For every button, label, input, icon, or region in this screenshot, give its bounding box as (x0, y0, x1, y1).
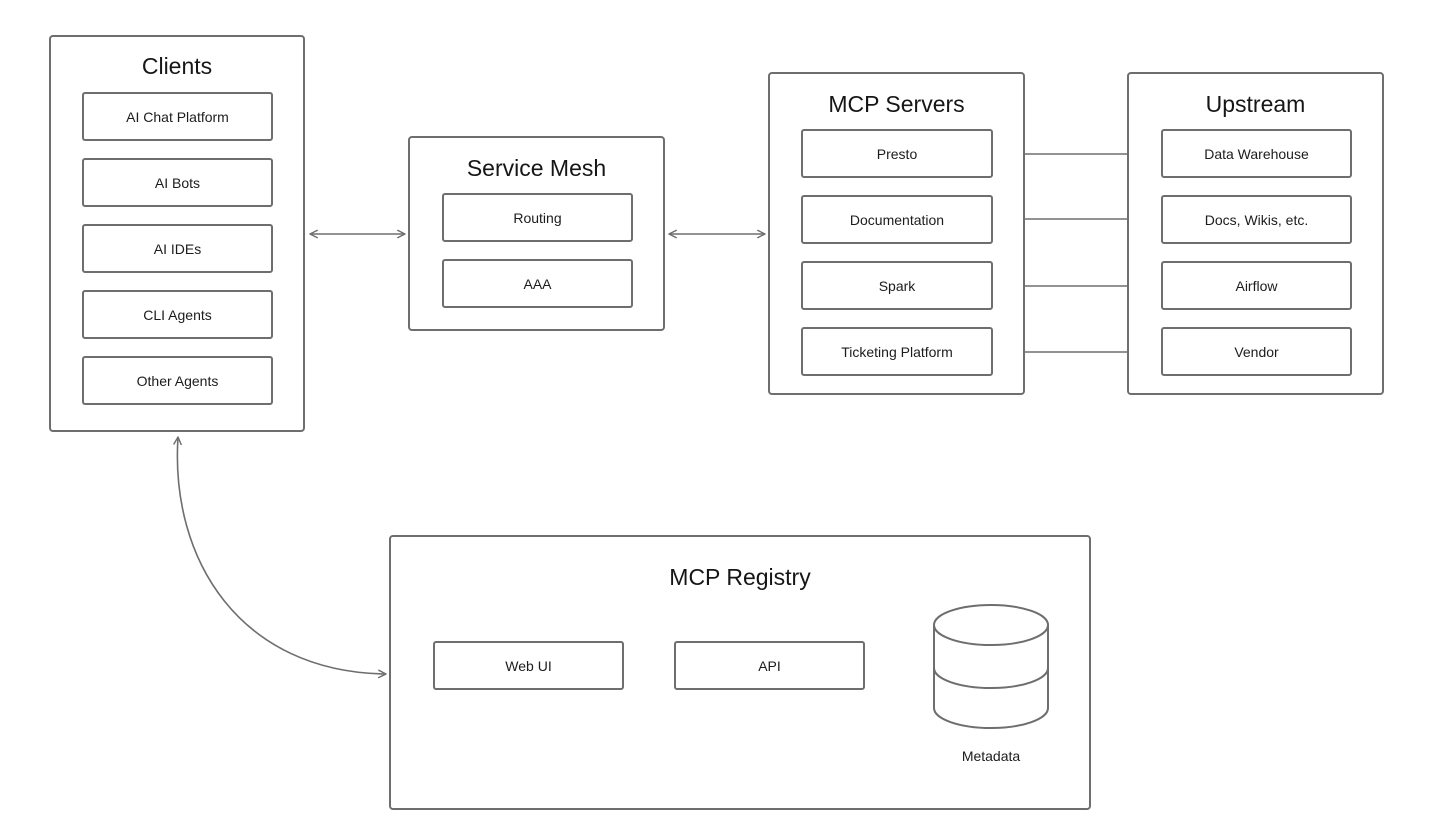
client-ai-chat-platform[interactable]: AI Chat Platform (82, 92, 273, 141)
client-other-agents[interactable]: Other Agents (82, 356, 273, 405)
mcp-servers-title: MCP Servers (828, 91, 965, 117)
upstream-airflow[interactable]: Airflow (1161, 261, 1352, 310)
database-icon (933, 604, 1049, 729)
client-cli-agents[interactable]: CLI Agents (82, 290, 273, 339)
mcp-registry-title: MCP Registry (669, 564, 811, 590)
server-ticketing-platform[interactable]: Ticketing Platform (801, 327, 993, 376)
upstream-vendor[interactable]: Vendor (1161, 327, 1352, 376)
server-spark[interactable]: Spark (801, 261, 993, 310)
server-presto[interactable]: Presto (801, 129, 993, 178)
upstream-panel: Upstream Data Warehouse Docs, Wikis, etc… (1127, 72, 1384, 395)
upstream-data-warehouse[interactable]: Data Warehouse (1161, 129, 1352, 178)
clients-panel: Clients AI Chat Platform AI Bots AI IDEs… (49, 35, 305, 432)
server-documentation[interactable]: Documentation (801, 195, 993, 244)
upstream-docs-wikis[interactable]: Docs, Wikis, etc. (1161, 195, 1352, 244)
mcp-servers-panel: MCP Servers Presto Documentation Spark T… (768, 72, 1025, 395)
service-mesh-panel: Service Mesh Routing AAA (408, 136, 665, 331)
metadata-label: Metadata (961, 748, 1021, 764)
registry-api[interactable]: API (674, 641, 865, 690)
clients-title: Clients (141, 53, 213, 79)
mcp-registry-panel: MCP Registry Web UI API (389, 535, 1091, 810)
clients-registry-arrow (173, 436, 387, 679)
registry-web-ui[interactable]: Web UI (433, 641, 624, 690)
client-ai-bots[interactable]: AI Bots (82, 158, 273, 207)
upstream-title: Upstream (1205, 91, 1306, 117)
client-ai-ides[interactable]: AI IDEs (82, 224, 273, 273)
mesh-routing[interactable]: Routing (442, 193, 633, 242)
service-mesh-title: Service Mesh (466, 155, 607, 181)
mesh-aaa[interactable]: AAA (442, 259, 633, 308)
